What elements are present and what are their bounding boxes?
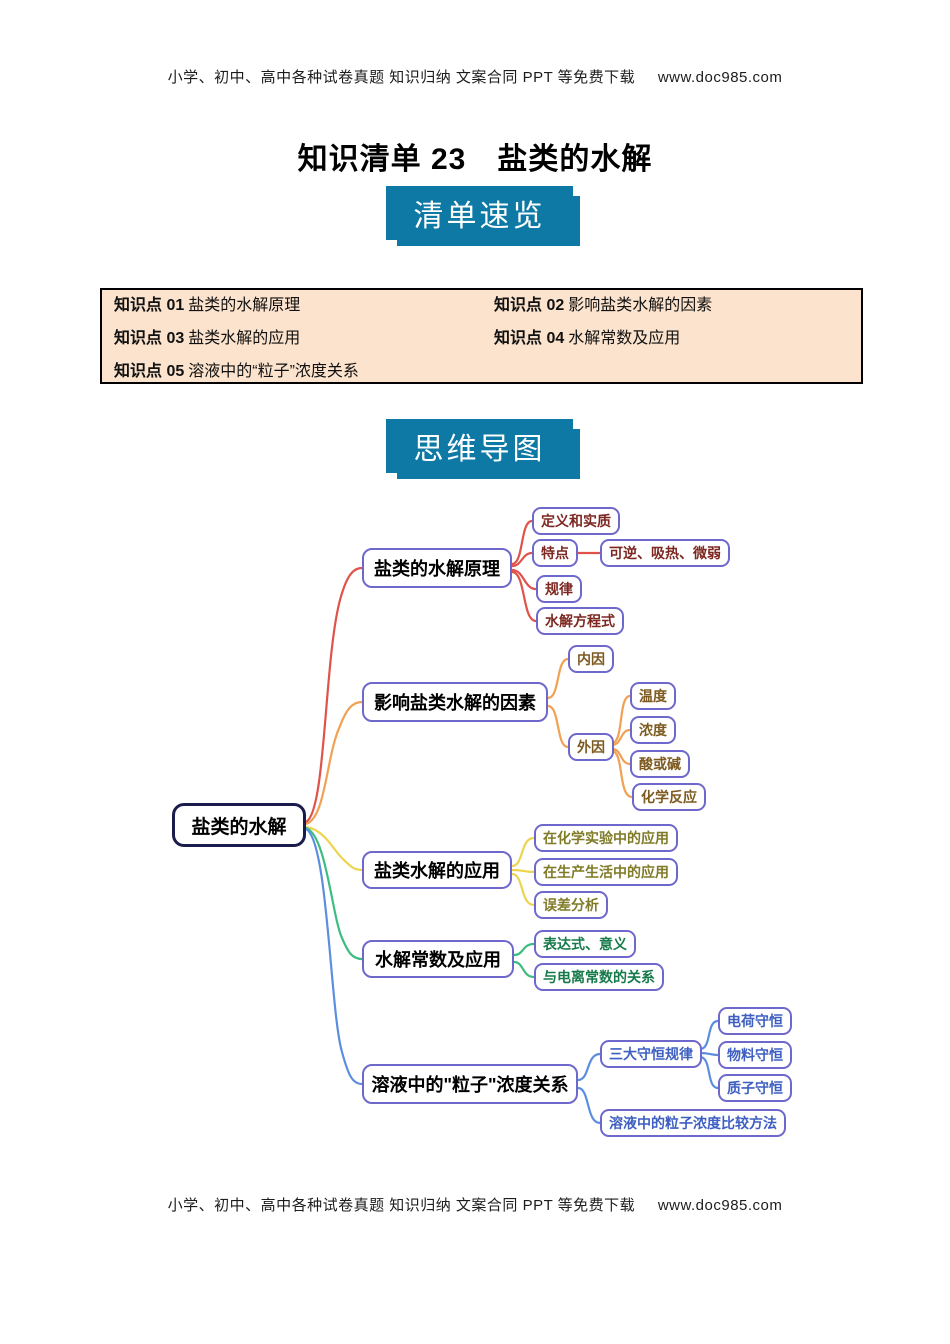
child-material-conservation: 物料守恒 <box>718 1041 792 1069</box>
branch-influencing-factors: 影响盐类水解的因素 <box>362 682 548 722</box>
mindmap-banner: 思维导图 <box>386 419 573 473</box>
child-relation-to-ionization-constant: 与电离常数的关系 <box>534 963 664 991</box>
child-hydrolysis-equation: 水解方程式 <box>536 607 624 635</box>
child-definition-essence: 定义和实质 <box>532 507 620 535</box>
child-temperature: 温度 <box>630 682 676 710</box>
site-url: www.doc985.com <box>657 69 783 86</box>
mindmap-root-node: 盐类的水解 <box>172 803 306 847</box>
page-title: 知识清单 23 盐类的水解 <box>297 143 653 176</box>
site-text: 小学、初中、高中各种试卷真题 知识归纳 文案合同 PPT 等免费下载 <box>167 69 636 86</box>
child-application-in-experiments: 在化学实验中的应用 <box>534 824 678 852</box>
child-concentration-comparison-method: 溶液中的粒子浓度比较方法 <box>600 1109 786 1137</box>
overview-banner: 清单速览 <box>386 186 573 240</box>
child-external-cause: 外因 <box>568 733 614 761</box>
branch-particle-concentration: 溶液中的"粒子"浓度关系 <box>362 1064 578 1104</box>
site-text: 小学、初中、高中各种试卷真题 知识归纳 文案合同 PPT 等免费下载 <box>167 1197 636 1214</box>
branch-hydrolysis-principle: 盐类的水解原理 <box>362 548 512 588</box>
child-rules: 规律 <box>536 575 582 603</box>
site-url: www.doc985.com <box>657 1197 783 1214</box>
child-expression-meaning: 表达式、意义 <box>534 930 636 958</box>
branch-hydrolysis-applications: 盐类水解的应用 <box>362 851 512 889</box>
child-acid-or-base: 酸或碱 <box>630 750 690 778</box>
child-proton-conservation: 质子守恒 <box>718 1074 792 1102</box>
child-concentration: 浓度 <box>630 716 676 744</box>
branch-hydrolysis-constant: 水解常数及应用 <box>362 940 514 978</box>
child-charge-conservation: 电荷守恒 <box>718 1007 792 1035</box>
child-error-analysis: 误差分析 <box>534 891 608 919</box>
site-banner-top: 小学、初中、高中各种试卷真题 知识归纳 文案合同 PPT 等免费下载 www.d… <box>0 66 950 87</box>
child-three-conservation-laws: 三大守恒规律 <box>600 1040 702 1068</box>
site-banner-bottom: 小学、初中、高中各种试卷真题 知识归纳 文案合同 PPT 等免费下载 www.d… <box>0 1194 950 1215</box>
child-reversible-endothermic-weak: 可逆、吸热、微弱 <box>600 539 730 567</box>
child-chemical-reaction: 化学反应 <box>632 783 706 811</box>
child-characteristics: 特点 <box>532 539 578 567</box>
child-application-in-daily-life: 在生产生活中的应用 <box>534 858 678 886</box>
child-internal-cause: 内因 <box>568 645 614 673</box>
